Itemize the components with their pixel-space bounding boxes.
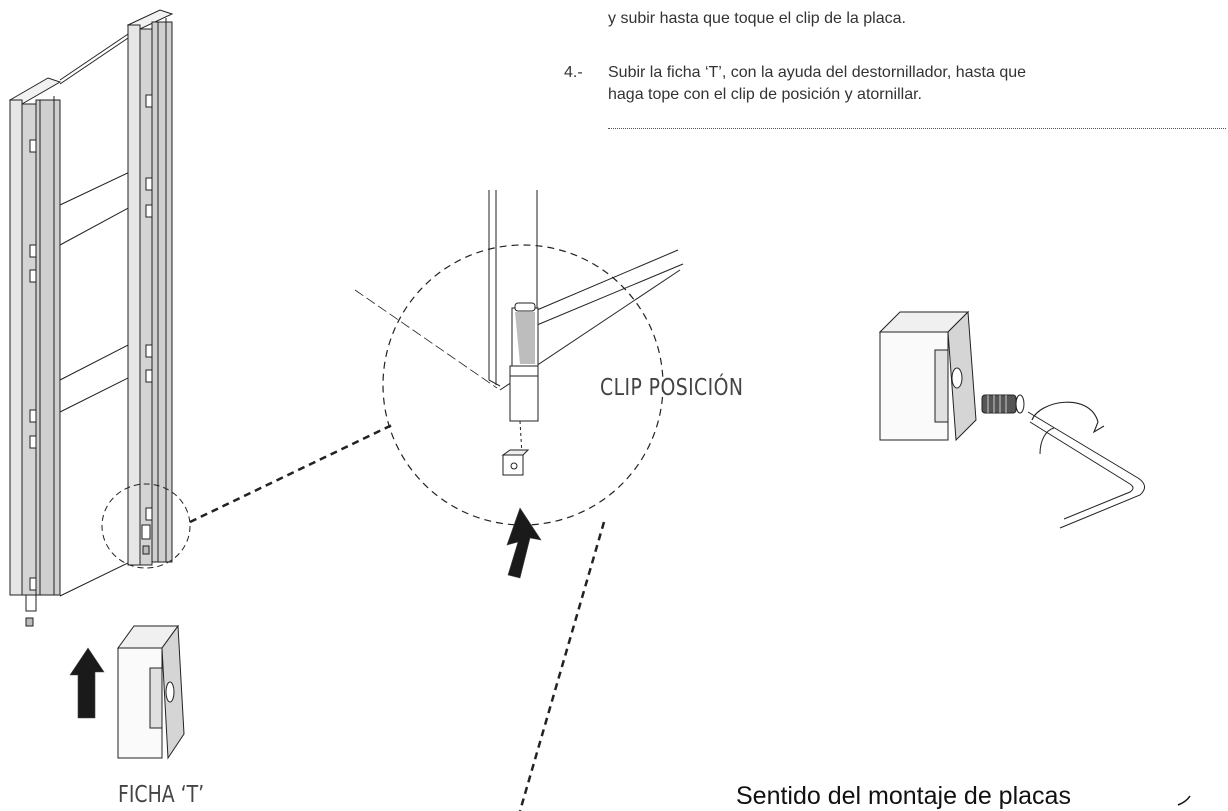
ficha-t-block bbox=[117, 624, 185, 760]
sentido-arrow-icon bbox=[1177, 795, 1191, 806]
sentido-montaje-label: Sentido del montaje de placas bbox=[736, 782, 1071, 810]
step4-number: 4.- bbox=[564, 64, 583, 81]
ficha-t-label: FICHA ‘T’ bbox=[118, 782, 205, 808]
step4-line1: Subir la ficha ‘T’, con la ayuda del des… bbox=[608, 64, 1027, 81]
panel-assembly bbox=[8, 9, 174, 627]
screw bbox=[981, 394, 1025, 414]
hex-key bbox=[1027, 401, 1145, 529]
ficha-screw-key bbox=[878, 310, 1145, 529]
detail-leaders bbox=[101, 423, 606, 811]
dotted-rule bbox=[608, 128, 1226, 129]
detail-circle bbox=[354, 190, 684, 526]
up-arrows bbox=[69, 507, 542, 719]
step3-tail: y subir hasta que toque el clip de la pl… bbox=[608, 10, 906, 27]
step4-line2: haga tope con el clip de posición y ator… bbox=[608, 86, 922, 103]
clip-posicion-label: CLIP POSICIÓN bbox=[600, 375, 744, 401]
